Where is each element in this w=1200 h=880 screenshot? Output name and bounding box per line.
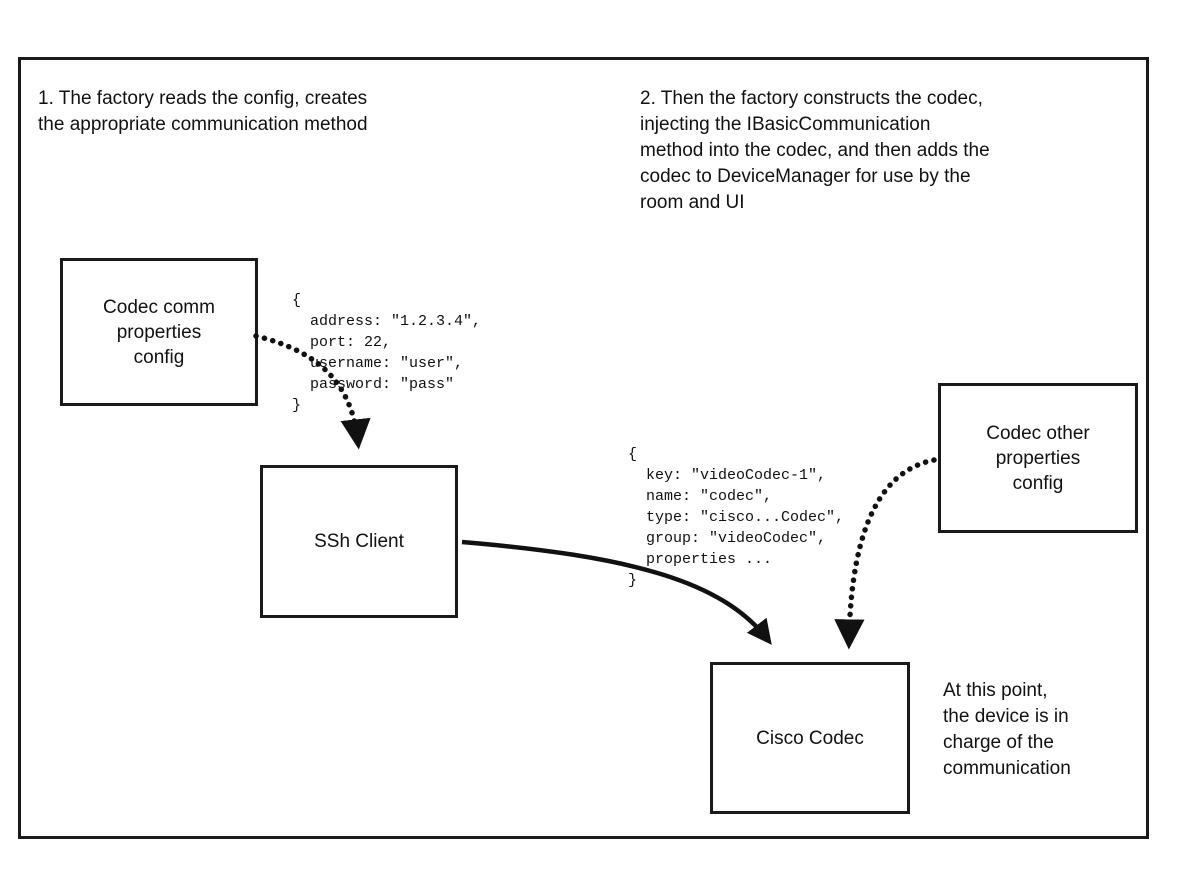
box-cisco-codec: Cisco Codec [710, 662, 910, 814]
box-ssh-client: SSh Client [260, 465, 458, 618]
code-codec-properties: { key: "videoCodec-1", name: "codec", ty… [628, 446, 845, 589]
box-cisco-codec-label: Cisco Codec [756, 727, 864, 749]
box-codec-other-config-label: Codec other properties config [986, 422, 1090, 494]
code-comm-properties: { address: "1.2.3.4", port: 22, username… [292, 292, 482, 414]
note-step1: 1. The factory reads the config, creates… [38, 88, 368, 135]
note-result: At this point, the device is in charge o… [943, 680, 1071, 779]
note-step2: 2. Then the factory constructs the codec… [640, 88, 990, 213]
box-codec-comm-config-label: Codec comm properties config [103, 296, 215, 368]
box-ssh-client-label: SSh Client [314, 531, 404, 552]
box-codec-comm-config: Codec comm properties config [60, 258, 258, 406]
box-codec-other-config: Codec other properties config [938, 383, 1138, 533]
